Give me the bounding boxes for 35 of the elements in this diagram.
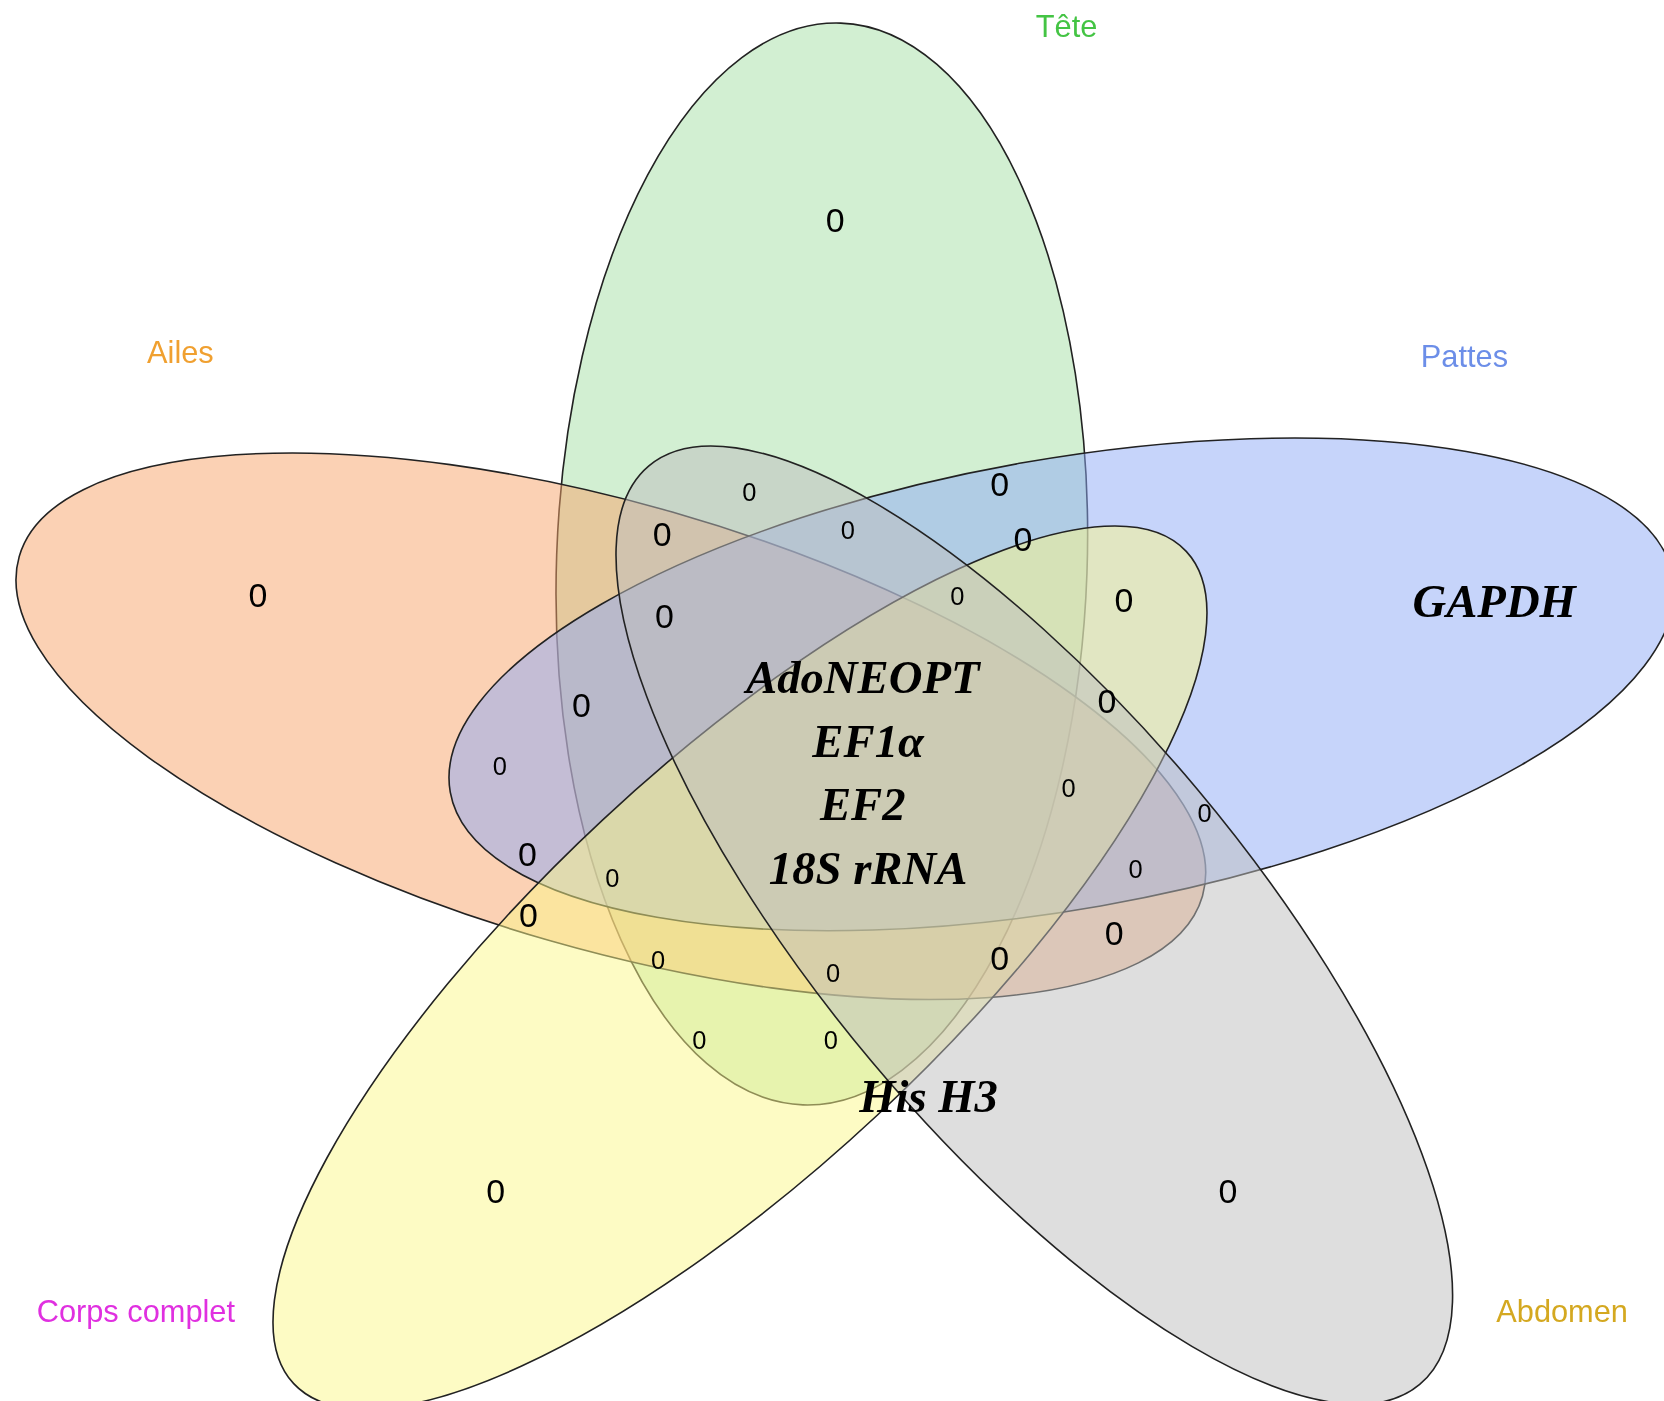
region-count: 0 [518,834,537,874]
gene-name: EF2 [819,777,906,832]
region-count: 0 [990,464,1010,504]
gene-name: EF1α [812,713,924,768]
region-count: 0 [654,596,674,635]
region-count: 0 [650,945,666,975]
gene-name: GAPDH [1412,573,1576,628]
region-count: 0 [692,1025,707,1055]
region-count: 0 [1197,798,1212,828]
region-count: 0 [572,685,591,725]
region-count: 0 [248,575,268,615]
set-name: Pattes [1420,338,1509,375]
region-count: 0 [1097,681,1117,721]
region-count: 0 [840,515,855,545]
gene-name: 18S rRNA [768,841,968,896]
region-count: 0 [486,1171,505,1211]
region-count: 0 [742,477,757,507]
region-count: 0 [605,863,620,893]
region-count: 0 [652,514,672,554]
set-name: Corps complet [36,1293,235,1330]
region-count: 0 [492,751,507,781]
region-count: 0 [1128,854,1143,884]
set-name: Abdomen [1496,1293,1628,1330]
region-count: 0 [519,895,538,935]
region-count: 0 [1061,774,1076,803]
set-name: Ailes [147,335,214,372]
set-name: Tête [1035,8,1098,45]
region-count: 0 [1114,580,1134,620]
region-count: 0 [1104,913,1124,953]
region-count: 0 [990,938,1010,978]
region-count: 0 [825,200,845,240]
region-count: 0 [950,581,965,611]
region-count: 0 [823,1025,838,1055]
region-count: 0 [825,958,841,988]
region-count: 0 [1218,1171,1238,1211]
